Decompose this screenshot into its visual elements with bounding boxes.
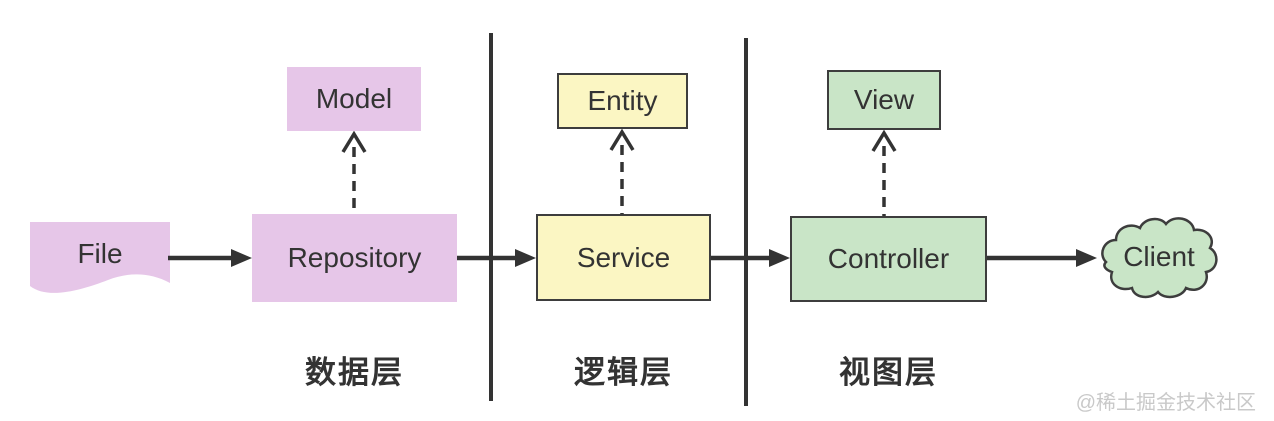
controller-node: Controller	[790, 216, 987, 302]
dashed-arrow-repository-to-model	[341, 131, 367, 214]
repository-node: Repository	[252, 214, 457, 302]
arrow-file-to-repository	[168, 249, 252, 267]
view-label: View	[853, 84, 915, 115]
section-label-data-layer: 数据层	[305, 355, 404, 390]
entity-label: Entity	[587, 85, 658, 116]
service-label: Service	[576, 241, 671, 273]
arrow-service-to-controller	[711, 249, 790, 267]
controller-label: Controller	[827, 243, 950, 274]
client-node: Client	[1096, 210, 1222, 304]
model-label: Model	[315, 83, 393, 114]
view-node: View	[827, 70, 941, 130]
dashed-arrow-service-to-entity	[609, 129, 635, 214]
section-divider-1	[489, 33, 493, 401]
file-node: File	[30, 221, 170, 307]
watermark: @稀土掘金技术社区	[1075, 392, 1256, 414]
service-node: Service	[536, 214, 711, 301]
arrow-controller-to-client	[987, 249, 1097, 267]
section-divider-2	[744, 38, 748, 406]
model-node: Model	[287, 67, 421, 131]
repository-label: Repository	[287, 242, 422, 273]
file-label: File	[77, 238, 123, 269]
cloud-shape-icon	[1101, 217, 1218, 299]
section-label-logic-layer: 逻辑层	[574, 355, 673, 390]
dashed-arrow-controller-to-view	[871, 130, 897, 216]
client-label: Client	[1123, 241, 1195, 272]
entity-node: Entity	[557, 73, 688, 129]
section-label-view-layer: 视图层	[839, 355, 938, 390]
document-shape-icon	[30, 222, 170, 293]
arrow-repository-to-service	[457, 249, 536, 267]
